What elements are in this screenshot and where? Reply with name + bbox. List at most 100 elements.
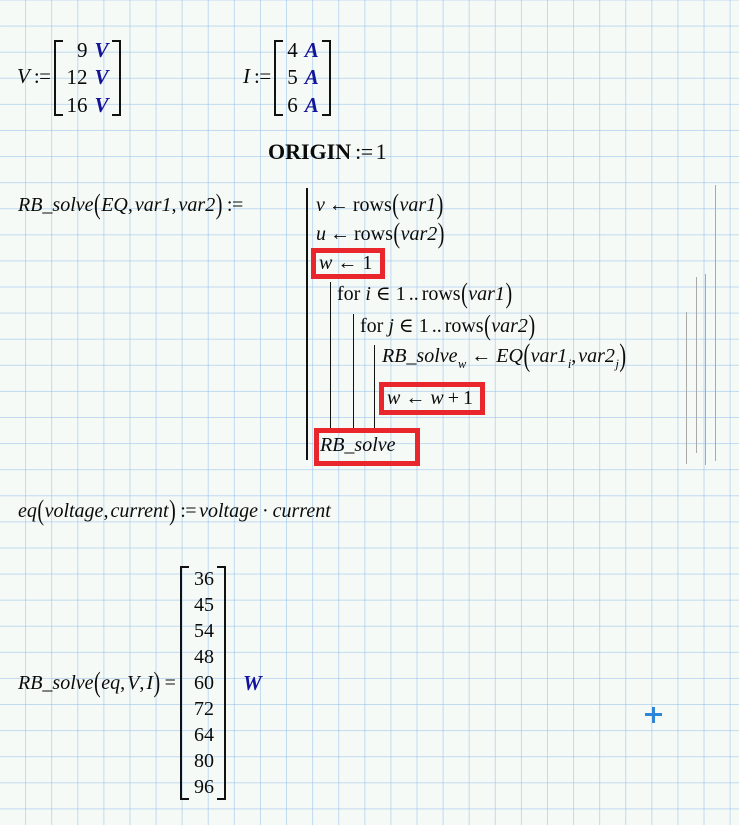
for-j-bracket	[353, 314, 354, 429]
region-evaluation[interactable]: RB_solve(eq,V,I)= 36 45 54 48 60 72 64 8…	[18, 563, 262, 803]
current-unit-1: A	[304, 65, 319, 90]
for-j-index: j	[388, 315, 394, 337]
program-line-v: v←rows(var1)	[316, 189, 444, 221]
for-i-range-operator: ..	[408, 283, 419, 305]
program-param-0: EQ	[101, 194, 128, 216]
result-value-4: 60	[193, 672, 214, 694]
line-v-open-paren: (	[392, 188, 399, 221]
current-value-0: 4	[287, 38, 298, 63]
table-row: 80	[192, 748, 214, 774]
evaluation-comma-0: ,	[120, 671, 126, 694]
line-v-target: v	[316, 194, 325, 216]
program-line-return: RB_solve	[320, 434, 396, 457]
table-row: 96	[192, 774, 214, 800]
current-unit-2: A	[304, 92, 319, 117]
for-i-index: i	[365, 283, 371, 305]
program-param-2: var2	[178, 194, 216, 216]
current-bracket-right	[321, 40, 331, 116]
evaluation-arg-2: I	[146, 671, 153, 694]
region-edge-marker-1	[686, 312, 687, 464]
result-bracket-right	[216, 566, 226, 800]
region-edge-marker-2	[696, 277, 697, 453]
origin-keyword: ORIGIN	[268, 139, 352, 164]
current-variable-name: I	[243, 63, 250, 88]
eq-body-right: current	[272, 500, 331, 522]
current-value-2: 6	[287, 92, 298, 117]
eq-body-left: voltage	[199, 500, 258, 522]
assign-result-close-paren: )	[619, 338, 627, 374]
result-matrix-cells: 36 45 54 48 60 72 64 80 96	[191, 566, 215, 800]
line-u-target: u	[316, 223, 326, 245]
region-eq-definition[interactable]: eq(voltage,current):=voltage·current	[18, 495, 331, 527]
region-origin-definition[interactable]: ORIGIN:=1	[268, 139, 387, 165]
line-v-function: rows	[352, 194, 392, 216]
eq-comma: ,	[103, 500, 109, 522]
assign-result-arg1: var1	[530, 345, 568, 367]
line-u-open-paren: (	[393, 217, 401, 250]
table-row: 72	[192, 696, 214, 722]
program-line-w-init: w←1	[319, 252, 372, 275]
for-j-open-paren: (	[484, 309, 491, 342]
line-w-init-value: 1	[362, 252, 373, 274]
voltage-unit-2: V	[94, 92, 109, 117]
for-i-close-paren: )	[505, 277, 513, 310]
for-i-range-start: 1	[395, 283, 406, 305]
assign-result-target-subscript: w	[458, 356, 467, 371]
eq-arg1: voltage	[44, 500, 104, 522]
table-row: 54	[192, 618, 214, 644]
annotation-box-w-increment	[379, 382, 485, 415]
for-j-range-operator: ..	[431, 315, 442, 337]
current-bracket-left	[273, 40, 283, 116]
region-edge-marker-3	[705, 274, 706, 465]
table-row: 48	[192, 644, 214, 670]
program-comma-1: ,	[171, 194, 177, 216]
for-i-bracket	[330, 282, 331, 429]
for-j-function: rows	[444, 315, 484, 337]
return-expression: RB_solve	[320, 434, 396, 456]
result-unit: W	[242, 670, 262, 695]
assign-result-arg2-subscript: j	[615, 356, 619, 371]
region-program-definition[interactable]: RB_solve(EQ,var1,var2):= v←rows(var1) u←…	[0, 0, 739, 480]
voltage-unit-1: V	[94, 65, 109, 90]
line-v-argument: var1	[399, 194, 437, 216]
program-name: RB_solve	[18, 194, 94, 216]
line-u-arrow: ←	[330, 223, 350, 245]
eq-assign-operator: :=	[180, 500, 197, 522]
assign-result-arg1-subscript: i	[567, 356, 572, 371]
for-j-body-bracket	[374, 345, 375, 429]
eq-body-operator: ·	[261, 500, 269, 522]
origin-value: 1	[375, 139, 387, 164]
result-value-7: 80	[193, 750, 214, 772]
program-line-u: u←rows(var2)	[316, 218, 445, 250]
program-param-1: var1	[134, 194, 172, 216]
result-value-2: 54	[193, 620, 214, 642]
voltage-assign-operator: :=	[33, 63, 51, 88]
current-value-1: 5	[287, 65, 298, 90]
voltage-bracket-right	[111, 40, 121, 116]
evaluation-open-paren: (	[94, 666, 101, 699]
program-line-for-j: for j ∈ 1..rows(var2)	[360, 310, 536, 342]
assign-result-arrow: ←	[471, 345, 492, 367]
assign-result-arg2: var2	[578, 345, 615, 367]
w-increment-arrow: ←	[405, 387, 426, 409]
for-j-range-start: 1	[418, 315, 429, 337]
eq-name: eq	[18, 500, 37, 522]
for-i-keyword: for	[337, 283, 361, 305]
result-value-3: 48	[193, 646, 214, 668]
line-u-argument: var2	[400, 223, 438, 245]
voltage-value-2: 16	[66, 92, 88, 117]
voltage-value-0: 9	[77, 38, 88, 63]
program-assign-operator: :=	[226, 194, 243, 216]
for-i-function: rows	[421, 283, 461, 305]
